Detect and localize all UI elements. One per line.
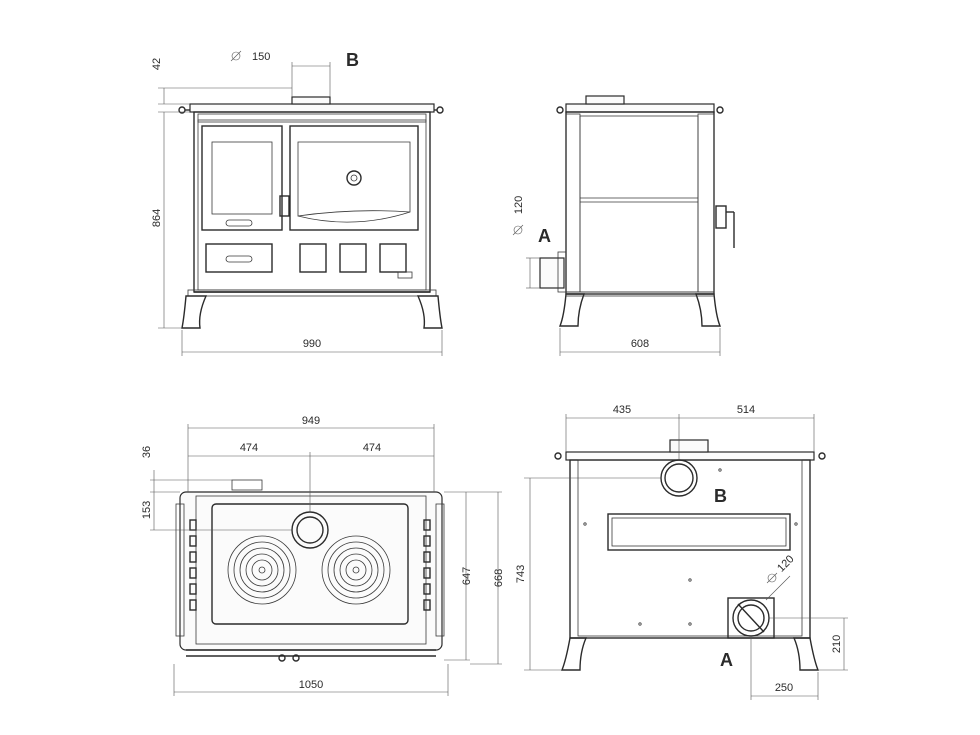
rear-dim-inlet-width: 250 — [775, 682, 793, 694]
top-dim-inner-depth: 647 — [461, 567, 473, 585]
rear-dim-height: 743 — [515, 565, 527, 583]
front-door-handle — [279, 195, 290, 217]
top-knob-left — [278, 654, 286, 662]
top-body — [179, 491, 443, 651]
front-dim-width: 990 — [303, 338, 321, 350]
front-diameter-symbol — [231, 51, 241, 61]
front-rail-right-knob — [436, 106, 444, 114]
front-cooktop — [189, 103, 435, 113]
side-dim-inlet-diameter: 120 — [513, 196, 525, 214]
front-control-strip — [197, 113, 427, 123]
front-flue-label: B — [346, 50, 359, 70]
top-rail-right — [435, 503, 445, 637]
rear-cooktop — [565, 451, 815, 461]
front-oven-door — [289, 125, 419, 231]
side-dim-depth: 608 — [631, 338, 649, 350]
rear-dim-inlet-diameter: 120 — [775, 553, 796, 574]
rear-inspection-panel — [607, 513, 791, 551]
rear-rivets — [583, 468, 798, 626]
top-hob-ring-left — [227, 535, 297, 605]
side-view: 120 A 608 — [512, 95, 735, 356]
rear-view: B A 435 514 743 — [515, 404, 848, 700]
front-drawer-1 — [299, 243, 327, 273]
rear-flue-outlet — [660, 459, 698, 497]
top-rail-left — [175, 503, 185, 637]
front-view: 864 42 150 B 990 — [151, 50, 444, 356]
side-panel — [579, 115, 699, 293]
rear-dim-inlet-height: 210 — [831, 635, 843, 653]
top-dim-left-half: 474 — [240, 442, 258, 454]
top-dim-flue-offset: 153 — [141, 501, 153, 519]
side-cooktop — [565, 103, 715, 113]
front-drawer-3 — [379, 243, 407, 273]
rear-dim-left-offset: 435 — [613, 404, 631, 416]
rear-flue-collar — [669, 439, 709, 453]
side-body — [565, 111, 715, 295]
side-handle — [715, 205, 727, 229]
rear-inlet-label: A — [720, 650, 733, 670]
front-firebox-handle — [225, 219, 253, 227]
top-view: 949 474 474 36 153 647 668 1050 — [141, 415, 505, 696]
front-firebox-door — [201, 125, 283, 231]
top-dim-overall-width: 949 — [302, 415, 320, 427]
front-oven-thermometer — [346, 170, 362, 186]
side-air-inlet — [539, 257, 565, 289]
front-leg-left — [181, 295, 208, 329]
front-body — [193, 111, 431, 293]
front-flue-collar — [291, 96, 331, 105]
side-leg-right — [694, 293, 722, 327]
front-dim-total-height: 864 — [151, 209, 163, 227]
top-dim-total-width: 1050 — [299, 679, 323, 691]
front-drawer-2 — [339, 243, 367, 273]
front-leg-right — [416, 295, 443, 329]
rear-flue-label: B — [714, 486, 727, 506]
rear-dim-right-offset: 514 — [737, 404, 755, 416]
rear-leg-left — [560, 637, 588, 671]
top-vent-slots-right — [423, 519, 431, 611]
side-flue-collar — [585, 95, 625, 105]
side-inlet-label: A — [538, 226, 551, 246]
top-knob-right — [292, 654, 300, 662]
top-hob-ring-right — [321, 535, 391, 605]
top-dim-right-half: 474 — [363, 442, 381, 454]
rear-leg-right — [792, 637, 820, 671]
front-ash-drawer — [205, 243, 273, 273]
front-dim-top-height: 42 — [151, 58, 163, 70]
top-dim-outer-depth: 668 — [493, 569, 505, 587]
side-leg-left — [558, 293, 586, 327]
front-dim-flue-diameter: 150 — [252, 51, 270, 63]
top-dim-rear-offset: 36 — [141, 446, 153, 458]
